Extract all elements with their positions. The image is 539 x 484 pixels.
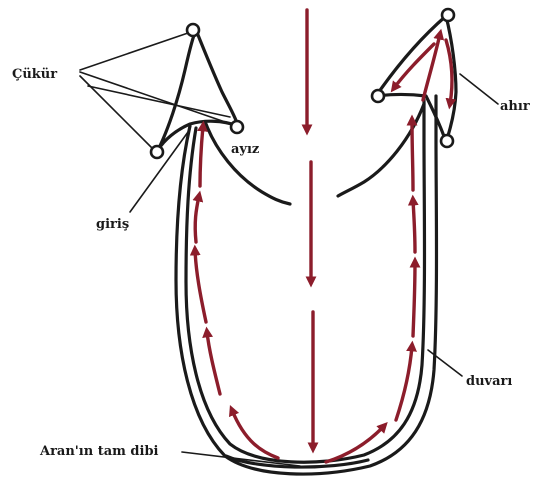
flow-arrow-left-2 [195, 250, 206, 322]
flow-arrow-left-4 [200, 126, 203, 186]
right-low-knob [441, 135, 453, 147]
label-mouth: ayız [231, 142, 259, 157]
label-barn: ahır [500, 99, 530, 114]
left-low-knob [151, 146, 163, 158]
left-chimney-outline [158, 30, 238, 150]
flow-arrow-left-3 [195, 196, 199, 242]
flow-arrow-chimney-up [423, 34, 440, 100]
flow-arrow-right-4 [412, 120, 413, 190]
flow-arrow-left-1 [207, 332, 220, 394]
label-entrance: giriş [96, 217, 129, 232]
pits-leader-top [80, 33, 188, 70]
flow-arrows [195, 10, 452, 462]
label-bottom: Aran'ın tam dibi [39, 444, 159, 459]
flow-arrow-right-2 [413, 262, 415, 336]
right-left-knob [372, 90, 384, 102]
barn-leader [460, 74, 498, 104]
label-pits: Çükür [12, 67, 57, 82]
flow-arrow-right-3 [413, 200, 415, 252]
left-top-knob [187, 24, 199, 36]
pits-leader-mouth-b [88, 86, 230, 117]
left-mouth-knob [231, 121, 243, 133]
left-chimney [158, 30, 290, 204]
right-top-knob [442, 9, 454, 21]
label-wall: duvarı [466, 374, 512, 389]
left-duct-wall [206, 124, 290, 204]
flow-arrow-right-1 [396, 346, 412, 420]
